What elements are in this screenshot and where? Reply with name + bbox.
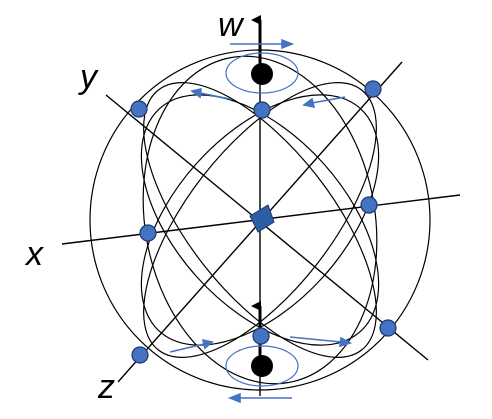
node — [379, 319, 397, 337]
center-marker — [249, 204, 275, 233]
node — [139, 224, 157, 242]
w-axis-label: w — [218, 6, 245, 44]
rotation-arrows — [169, 38, 353, 404]
great-circle-d — [140, 94, 380, 346]
top-pole-dot — [251, 63, 273, 85]
arrow-top-right — [230, 38, 295, 50]
node — [360, 196, 378, 214]
arrow-bottom-left — [227, 392, 292, 404]
y-axis-label: y — [78, 58, 99, 96]
top-pole-orbit — [225, 52, 299, 94]
node — [131, 346, 149, 364]
arrow-upper-left — [190, 87, 231, 100]
z-axis-label: z — [97, 368, 115, 406]
great-circle-b — [143, 82, 377, 358]
arrow-lower-right — [289, 336, 353, 348]
node — [364, 80, 382, 98]
node — [130, 100, 148, 118]
arrow-upper-right — [302, 96, 346, 109]
bottom-pole-dot — [251, 355, 273, 377]
arrow-lower-left — [169, 338, 214, 353]
node — [253, 101, 271, 119]
x-axis-label: x — [24, 235, 44, 273]
nodes — [130, 80, 397, 364]
y-axis-line — [105, 94, 429, 361]
node — [252, 327, 270, 345]
bottom-pole-orbit — [225, 345, 299, 387]
